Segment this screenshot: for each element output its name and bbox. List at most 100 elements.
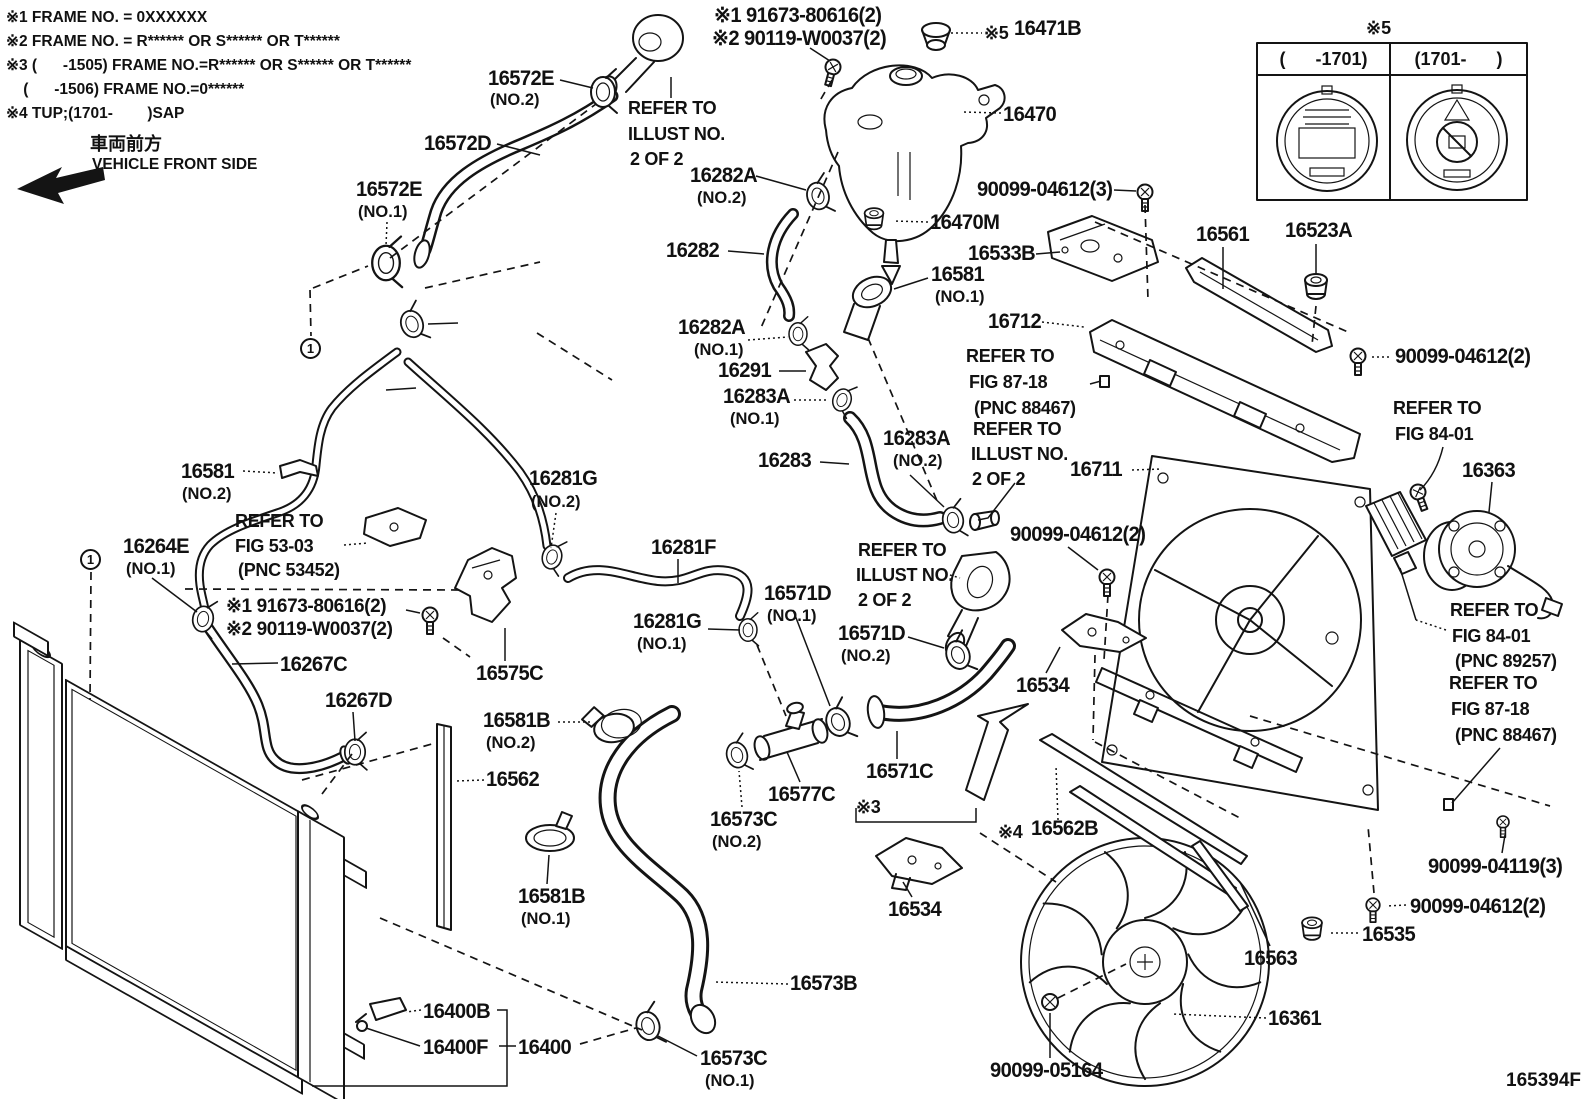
part-number-label: 16282A: [678, 316, 746, 339]
part-number-label: 16533B: [968, 242, 1036, 265]
inset-right-header: (1701- ): [1414, 49, 1503, 69]
part-number-label: 16283: [758, 449, 812, 472]
part-number-label: 16577C: [768, 783, 836, 806]
part-number-sub-label: (NO.1): [126, 560, 176, 578]
part-number-label: 16534: [1016, 674, 1070, 697]
part-number-label: 16282: [666, 239, 720, 262]
footnote-line: ※3 ( -1505) FRAME NO.=R****** OR S******…: [6, 57, 412, 74]
part-number-label: 16562: [486, 768, 540, 791]
fan-16361-drawing: [1020, 837, 1270, 1087]
reference-text: ※4: [998, 822, 1023, 842]
reference-text: FIG 53-03: [235, 536, 314, 556]
part-number-label: 16535: [1362, 923, 1416, 946]
part-number-label: 16361: [1268, 1007, 1322, 1030]
reference-text: ※3: [856, 797, 881, 817]
callout-circle-number: 1: [300, 338, 321, 359]
middle-hoses-drawing: [765, 208, 1011, 657]
reference-text: FIG 84-01: [1452, 626, 1531, 646]
part-number-label: 16470: [1003, 103, 1057, 126]
part-number-sub-label: (NO.1): [694, 341, 744, 359]
part-number-label: 90099-04612(2): [1410, 895, 1546, 918]
reference-text: REFER TO: [1393, 398, 1482, 418]
fan-motor-16363-drawing: [1365, 491, 1563, 620]
reference-text: FIG 84-01: [1395, 424, 1474, 444]
part-number-label: 16281F: [651, 536, 716, 559]
part-number-label: 16400F: [423, 1036, 488, 1059]
part-number-label: 16581: [181, 460, 235, 483]
part-number-label: 16282A: [690, 164, 758, 187]
part-number-label: ※1 91673-80616(2): [714, 4, 882, 27]
part-number-sub-label: (NO.1): [730, 410, 780, 428]
part-number-label: 16291: [718, 359, 772, 382]
reference-text: (PNC 89257): [1455, 651, 1557, 671]
part-number-label: 16283A: [883, 427, 951, 450]
part-number-label: ※1 91673-80616(2): [226, 596, 387, 617]
reference-text: REFER TO: [1449, 673, 1538, 693]
part-number-sub-label: (NO.2): [893, 452, 943, 470]
reference-text: REFER TO: [973, 419, 1062, 439]
reference-text: 2 OF 2: [972, 469, 1026, 489]
part-number-label: 16571D: [838, 622, 906, 645]
footnote-line: ※4 TUP;(1701- )SAP: [6, 105, 185, 122]
reference-text: REFER TO: [858, 540, 947, 560]
part-number-sub-label: (NO.1): [935, 288, 985, 306]
reference-text: REFER TO: [628, 98, 717, 118]
worm-clamp-16581B: [581, 706, 642, 744]
part-number-sub-label: (NO.2): [712, 833, 762, 851]
reservoir-tank-16470-drawing: [823, 22, 1006, 285]
cap-variant-inset-box: [1256, 42, 1528, 201]
inset-left-header: ( -1701): [1279, 49, 1368, 69]
part-number-label: 16561: [1196, 223, 1250, 246]
part-number-label: 16572E: [356, 178, 423, 201]
part-number-label: 16283A: [723, 385, 791, 408]
part-number-label: 16573C: [710, 808, 778, 831]
reference-text: ※5: [984, 23, 1009, 43]
part-number-label: 16281G: [633, 610, 702, 633]
reference-text: ILLUST NO.: [628, 124, 725, 144]
part-number-label: 16281G: [529, 467, 598, 490]
part-number-label: 16581B: [518, 885, 586, 908]
part-number-label: 16581B: [483, 709, 551, 732]
reference-text: (PNC 53452): [238, 560, 340, 580]
vehicle-front-label-jp: 車両前方: [90, 134, 162, 154]
reference-text: 2 OF 2: [858, 590, 912, 610]
reference-text: 2 OF 2: [630, 149, 684, 169]
reference-text: REFER TO: [1450, 600, 1539, 620]
part-number-label: 16523A: [1285, 219, 1353, 242]
screws: [421, 56, 1510, 941]
part-number-label: 16267C: [280, 653, 348, 676]
part-number-label: ※2 90119-W0037(2): [226, 619, 393, 640]
part-number-label: 90099-04119(3): [1428, 855, 1563, 878]
part-number-label: 90099-04612(3): [977, 178, 1113, 201]
part-number-label: 16470M: [930, 211, 1000, 234]
part-number-label: 90099-04612(2): [1395, 345, 1531, 368]
reference-text: ILLUST NO.: [856, 565, 953, 585]
part-number-label: 90099-04612(2): [1010, 523, 1146, 546]
direction-arrow: [965, 703, 1029, 801]
reference-text: FIG 87-18: [969, 372, 1048, 392]
part-number-sub-label: (NO.2): [841, 647, 891, 665]
part-number-label: 16711: [1070, 458, 1123, 481]
part-number-label: 16534: [888, 898, 942, 921]
part-number-label: 16571C: [866, 760, 934, 783]
footnote-line: ( -1506) FRAME NO.=0******: [6, 81, 245, 98]
part-number-label: 16471B: [1014, 17, 1082, 40]
footnote-line: ※1 FRAME NO. = 0XXXXXX: [6, 9, 208, 26]
bracket-16534-drawings: [855, 613, 1147, 891]
part-number-sub-label: (NO.2): [490, 91, 540, 109]
radiator-assembly-drawing: [13, 621, 367, 1099]
part-number-label: 16712: [988, 310, 1042, 333]
part-number-label: 16400B: [423, 1000, 491, 1023]
part-number-label: 16562B: [1031, 817, 1099, 840]
figure-code: 165394F: [1506, 1070, 1582, 1091]
reference-text: FIG 87-18: [1451, 699, 1530, 719]
vehicle-front-label-en: VEHICLE FRONT SIDE: [92, 156, 258, 173]
part-number-label: 16575C: [476, 662, 544, 685]
inset-marker: ※5: [1366, 18, 1392, 38]
drain-plug-parts-drawing: [355, 997, 407, 1032]
part-number-label: ※2 90119-W0037(2): [712, 27, 887, 50]
part-number-label: 90099-05164: [990, 1059, 1103, 1082]
part-number-label: 16571D: [764, 582, 832, 605]
hose-16281F-drawing: [563, 565, 753, 621]
part-number-sub-label: (NO.2): [697, 189, 747, 207]
